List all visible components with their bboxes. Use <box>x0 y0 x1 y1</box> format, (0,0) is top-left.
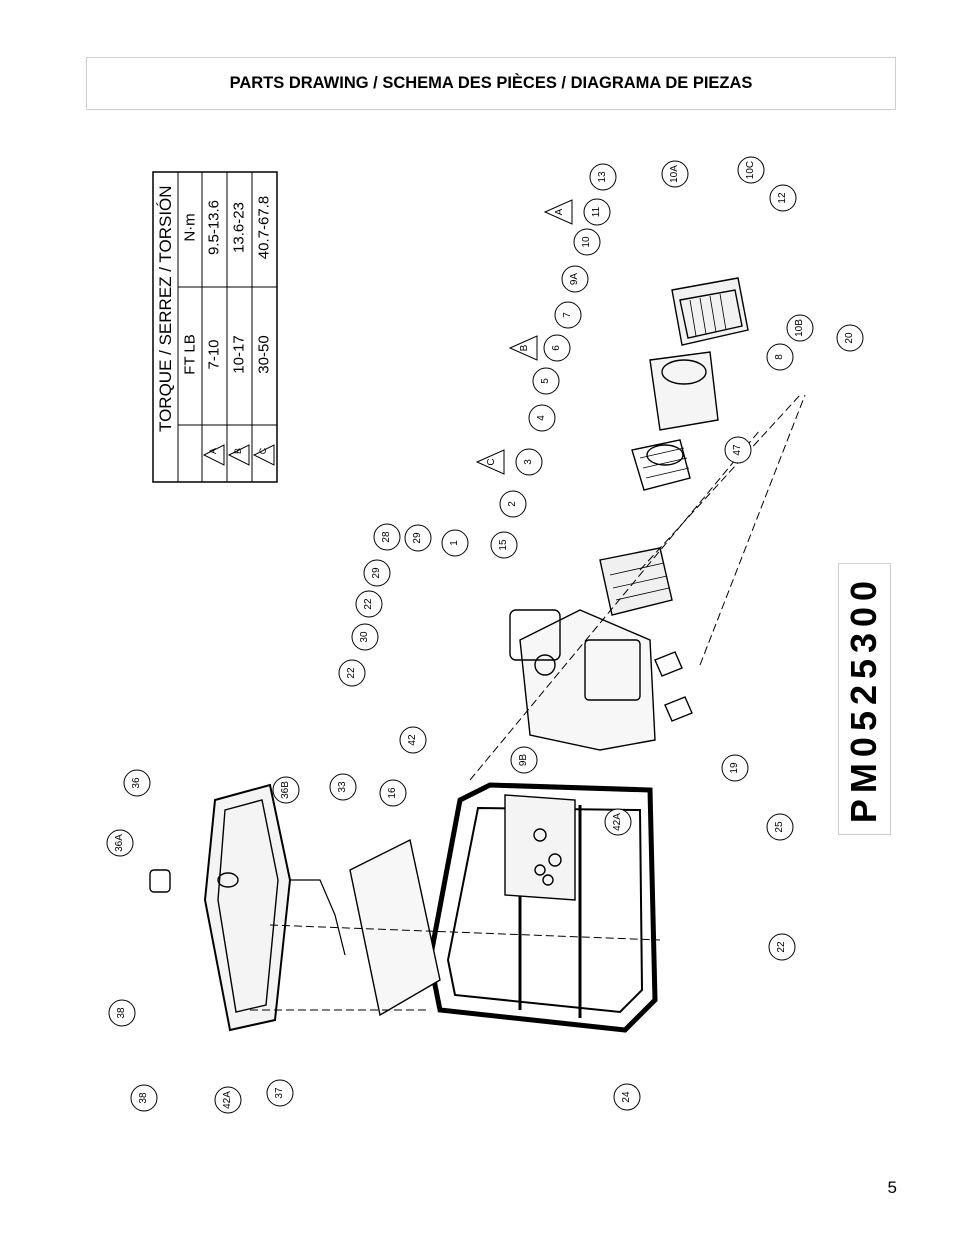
model-number: PM0525300 <box>843 574 885 824</box>
callout-label: 29 <box>412 532 423 544</box>
callout-label: 10 <box>581 236 592 248</box>
callout-label: 10B <box>794 319 805 337</box>
callout-label: 42 <box>407 734 418 746</box>
callout-label: 9B <box>518 753 529 767</box>
callout-label: 37 <box>274 1087 285 1099</box>
callout-label: 1 <box>449 540 460 546</box>
callout-label: B <box>519 344 530 352</box>
callout-label: 22 <box>776 941 787 953</box>
callout-label: 8 <box>774 354 785 360</box>
callout-label: 16 <box>387 787 398 799</box>
callout-label: 25 <box>774 821 785 833</box>
callout-label: C <box>486 458 497 466</box>
callout-label: 22 <box>346 667 357 679</box>
callout-label: 42A <box>612 813 623 831</box>
callout-label: 12 <box>777 192 788 204</box>
page-title: PARTS DRAWING / SCHEMA DES PIÈCES / DIAG… <box>229 74 753 92</box>
callout-label: 3 <box>523 459 534 465</box>
callout-label: 13 <box>597 171 608 183</box>
callout-label: 28 <box>381 531 392 543</box>
callout-label: 24 <box>621 1091 632 1103</box>
callout-label: 20 <box>844 332 855 344</box>
model-number-container: PM0525300 <box>838 563 891 835</box>
model-number-box <box>838 563 891 835</box>
page-number: 5 <box>887 1178 897 1197</box>
callout-label: 19 <box>729 762 740 774</box>
callout-label: 47 <box>732 444 743 456</box>
callout-label: 30 <box>359 631 370 643</box>
callout-label: A <box>554 208 565 216</box>
callout-label: 4 <box>536 415 547 421</box>
callout-label: 36B <box>280 781 291 799</box>
callout-label: 10C <box>745 160 756 180</box>
callout-label: 15 <box>498 539 509 551</box>
callout-label: 33 <box>337 781 348 793</box>
callout-label: 10A <box>669 165 680 183</box>
callout-label: 36A <box>114 834 125 852</box>
callout-label: 38 <box>116 1007 127 1019</box>
callout-label: 6 <box>551 345 562 351</box>
callout-label: 2 <box>507 501 518 507</box>
callout-label: 5 <box>540 378 551 384</box>
callout-label: 38 <box>138 1092 149 1104</box>
callout-label: 36 <box>131 777 142 789</box>
callout-label: 22 <box>363 598 374 610</box>
callout-label: 29 <box>371 567 382 579</box>
header-title-box: PARTS DRAWING / SCHEMA DES PIÈCES / DIAG… <box>86 57 896 110</box>
callout-label: 7 <box>562 312 573 318</box>
callout-label: 9A <box>569 272 580 286</box>
callout-label: 42A <box>222 1091 233 1109</box>
callout-label: 11 <box>591 206 602 218</box>
